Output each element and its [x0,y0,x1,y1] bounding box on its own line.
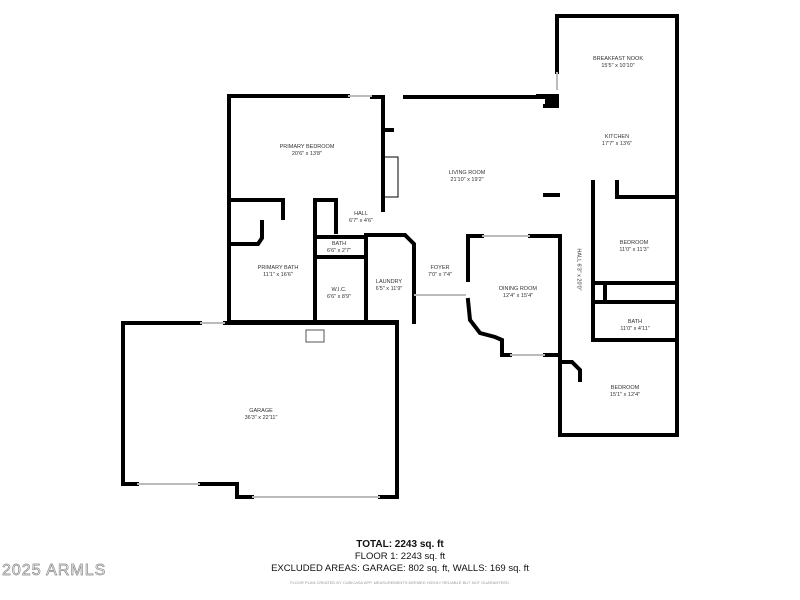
room-size: 36'3" x 22'11" [244,415,278,421]
room-name: BREAKFAST NOOK [592,56,644,62]
watermark: 2025 ARMLS [2,562,107,580]
room-label-wic: W.I.C.6'6" x 8'9" [327,287,351,301]
floor-area: FLOOR 1: 2243 sq. ft [354,551,446,562]
wall [555,14,679,437]
room-name: FOYER [430,265,450,271]
wall [465,297,512,357]
wall [198,482,254,499]
room-name: HALL [575,248,582,262]
room-name: BATH [331,241,347,247]
room-name: LAUNDRY [375,279,403,285]
fireplace [383,156,399,198]
room-size: 6'6" x 8'9" [326,294,352,300]
room-name: DINING ROOM [499,286,537,292]
wall [228,220,264,246]
wall [591,300,679,342]
room-size: 15'5" x 10'10" [601,63,635,69]
room-size: 6'6" x 2'7" [326,248,352,254]
room-name: W.I.C. [331,287,347,293]
wall [364,233,416,324]
room-size: 11'0" x 11'3" [619,247,649,253]
disclaimer: FLOOR PLAN CREATED BY CUBICASA APP. MEAS… [290,580,510,585]
room-size: 6'7" x 4'6" [348,218,374,224]
wall [227,94,302,324]
room-size: 21'10" x 19'2" [450,177,484,183]
room-name: PRIMARY BEDROOM [279,144,335,150]
wall [313,198,338,234]
room-name: BEDROOM [619,240,649,246]
room-size: 15'1" x 12'4" [609,392,641,398]
wall [528,234,562,357]
room-name: LIVING ROOM [448,170,486,176]
column [545,96,557,106]
wall [370,95,385,212]
vent [305,329,325,343]
room-name: GARAGE [249,408,273,414]
room-size: 7'0" x 7'4" [427,272,453,278]
room-name: HALL [354,211,368,217]
wall [121,321,139,486]
total-area: TOTAL: 2243 sq. ft [356,539,444,550]
room-name: BEDROOM [610,385,640,391]
wall [223,321,399,499]
room-name: BATH [627,319,643,325]
room-name: PRIMARY BATH [257,265,299,271]
wall [228,198,285,220]
room-label-hall-vertical: HALL 6'3" x 20'0" [575,248,582,290]
room-name: KITCHEN [604,134,630,140]
room-size: 20'6" x 13'8" [291,151,323,157]
room-size: 17'7" x 13'6" [601,141,633,147]
excluded-areas: EXCLUDED AREAS: GARAGE: 802 sq. ft, WALL… [271,563,529,574]
wall [558,360,582,382]
room-size: 6'3" x 20'0" [575,263,582,291]
wall [615,180,679,199]
room-size: 11'1" x 16'6" [263,272,293,278]
room-size: 6'5" x 11'9" [375,286,403,292]
room-size: 12'4" x 15'4" [502,293,534,299]
room-size: 11'0" x 4'11" [620,326,650,332]
